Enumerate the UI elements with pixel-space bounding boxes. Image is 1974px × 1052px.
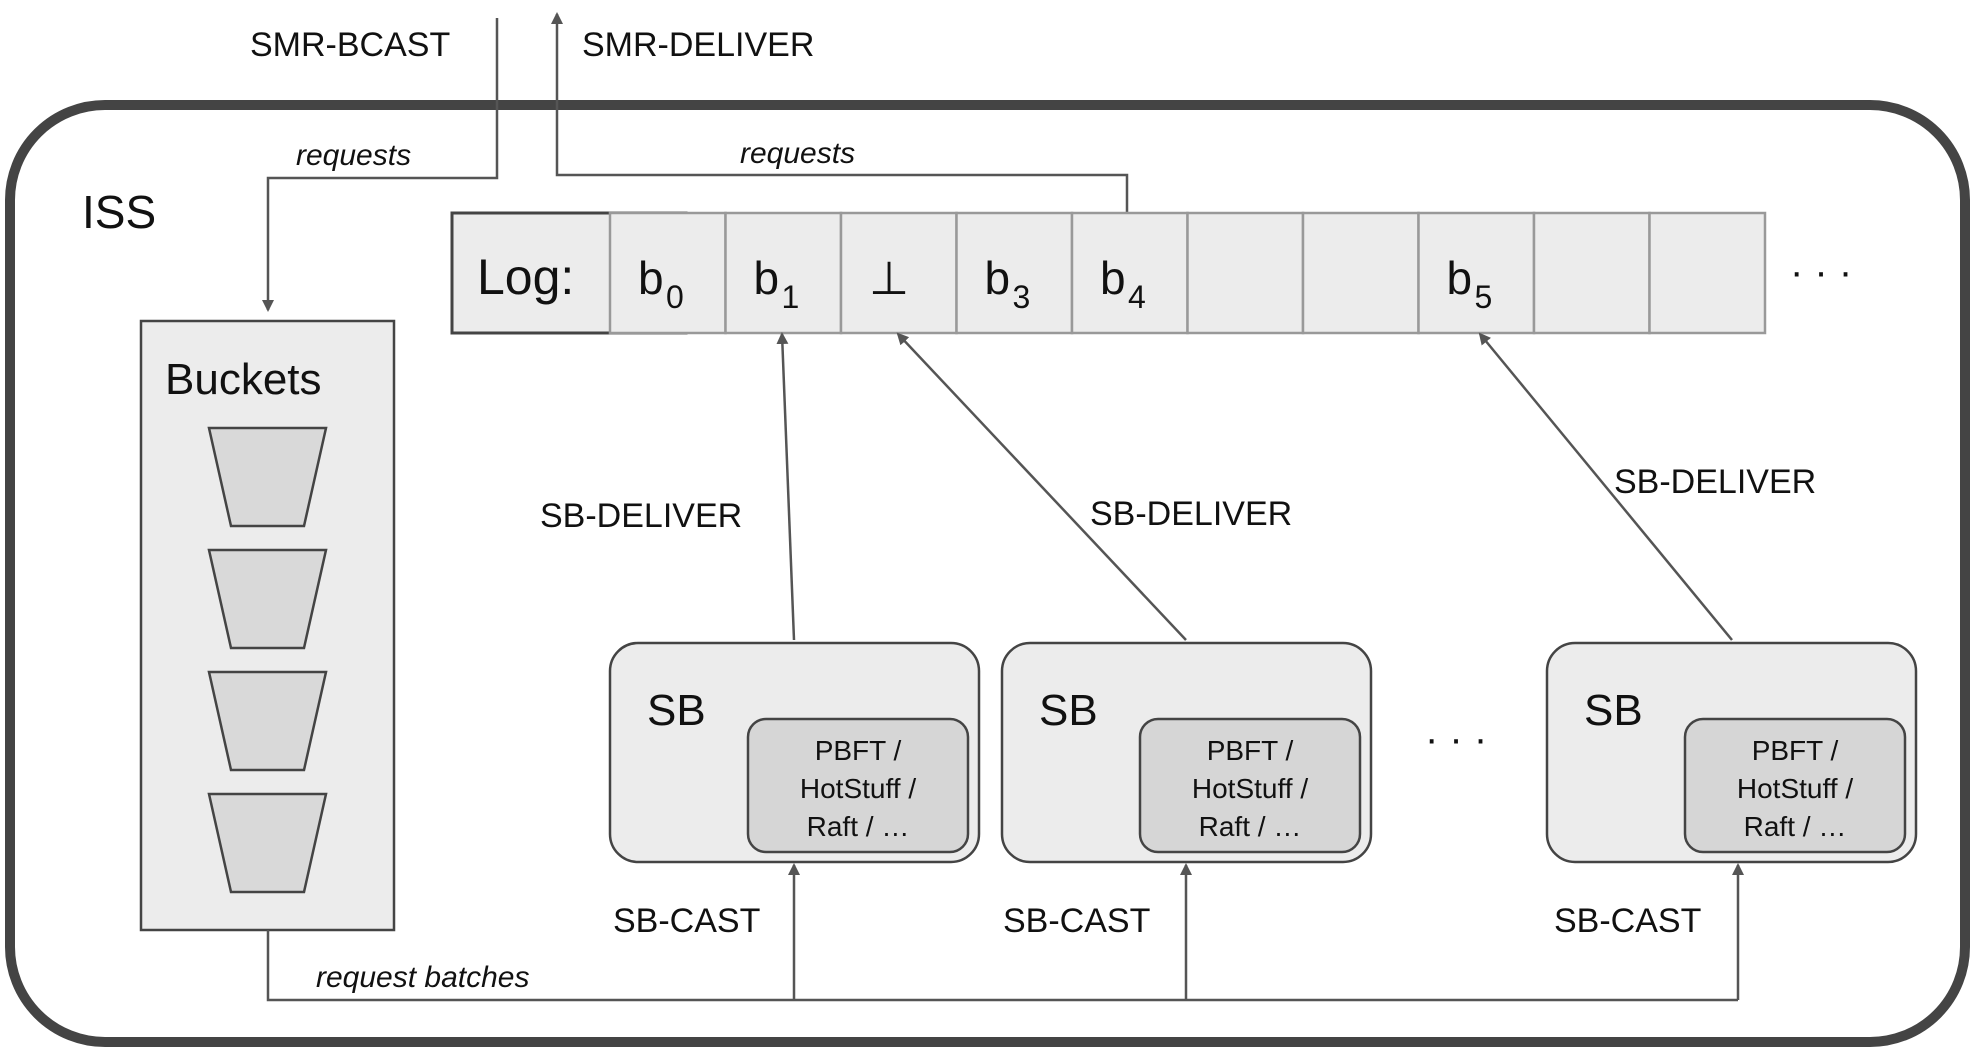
- sb-ellipsis: · · ·: [1425, 717, 1487, 761]
- log-entry-label: b: [985, 252, 1011, 304]
- sb-instance: SB PBFT / HotStuff / Raft / … SB-CAST SB-DELI…: [540, 332, 981, 1000]
- log-entry-subscript: 5: [1475, 279, 1493, 315]
- sb-deliver-label: SB-DELIVER: [1614, 463, 1816, 501]
- protocol-box: [1683, 717, 1907, 854]
- log-label: Log:: [477, 249, 574, 305]
- request-batches-line: [266, 930, 1738, 1002]
- protocol-line: Raft / …: [1744, 811, 1847, 842]
- log-entry: [1532, 211, 1651, 335]
- log-entry-subscript: 3: [1013, 279, 1031, 315]
- bucket-icon: [207, 548, 328, 650]
- log-cell: [1070, 211, 1189, 335]
- protocol-line: HotStuff /: [1737, 773, 1853, 804]
- bucket-icon: [207, 670, 328, 772]
- log-cell: [955, 211, 1074, 335]
- log-cell: [1417, 211, 1536, 335]
- log-entry-subscript: 1: [782, 279, 800, 315]
- log-cell: [724, 211, 843, 335]
- sb-instance: SB PBFT / HotStuff / Raft / … SB-CAST SB-DELI…: [1478, 332, 1918, 1000]
- bucket-icon: [207, 792, 328, 894]
- requests-out-label: requests: [740, 137, 855, 170]
- log-entry-label: b: [638, 252, 664, 304]
- sb-deliver-label: SB-DELIVER: [1090, 495, 1292, 533]
- log-entry: [1648, 211, 1767, 335]
- log-cell: [1532, 211, 1651, 335]
- iss-title: ISS: [82, 186, 156, 238]
- log-cell: [1186, 211, 1305, 335]
- sb-cast-label: SB-CAST: [613, 902, 760, 940]
- log-cell: [1648, 211, 1767, 335]
- sb-deliver-arrow: [776, 332, 796, 641]
- log-entry-label: b: [754, 252, 780, 304]
- sb-deliver-arrow: [896, 332, 1187, 641]
- protocol-line: Raft / …: [1199, 811, 1302, 842]
- log-cell: [608, 211, 727, 335]
- log-entry: [1186, 211, 1305, 335]
- log-cell: [1301, 211, 1420, 335]
- protocol-line: PBFT /: [815, 735, 902, 766]
- protocol-box: [1138, 717, 1362, 854]
- log-entry-subscript: 4: [1128, 279, 1146, 315]
- log-entry-subscript: 0: [666, 279, 684, 315]
- protocol-line: PBFT /: [1207, 735, 1294, 766]
- smr-deliver-arrow: [551, 12, 1129, 212]
- protocol-box: [746, 717, 970, 854]
- log-entry-label: b: [1100, 252, 1126, 304]
- request-batches-label: request batches: [316, 961, 529, 994]
- log-entry-label: b: [1447, 252, 1473, 304]
- buckets-title: Buckets: [165, 355, 322, 404]
- sb-cast-label: SB-CAST: [1003, 902, 1150, 940]
- sb-title: SB: [647, 686, 706, 735]
- buckets-panel: Buckets: [139, 319, 396, 932]
- protocol-line: Raft / …: [807, 811, 910, 842]
- log-entry-label: ⊥: [869, 252, 909, 304]
- sb-deliver-label: SB-DELIVER: [540, 497, 742, 535]
- protocol-line: HotStuff /: [800, 773, 916, 804]
- sb-instance: SB PBFT / HotStuff / Raft / … SB-CAST SB-DELI…: [896, 332, 1373, 1000]
- protocol-line: PBFT /: [1752, 735, 1839, 766]
- protocol-line: HotStuff /: [1192, 773, 1308, 804]
- iss-container: [5, 100, 1970, 1047]
- requests-in-label: requests: [296, 139, 411, 172]
- smr-bcast-label: SMR-BCAST: [250, 26, 450, 64]
- bucket-icon: [207, 426, 328, 528]
- sb-title: SB: [1584, 686, 1643, 735]
- smr-deliver-label: SMR-DELIVER: [582, 26, 814, 64]
- smr-bcast-arrow: [262, 18, 499, 312]
- log-ellipsis: · · ·: [1790, 250, 1852, 294]
- sb-cast-label: SB-CAST: [1554, 902, 1701, 940]
- sb-deliver-arrow: [1478, 332, 1733, 641]
- log-entry: [1301, 211, 1420, 335]
- log-entry: ⊥: [839, 211, 958, 335]
- sb-title: SB: [1039, 686, 1098, 735]
